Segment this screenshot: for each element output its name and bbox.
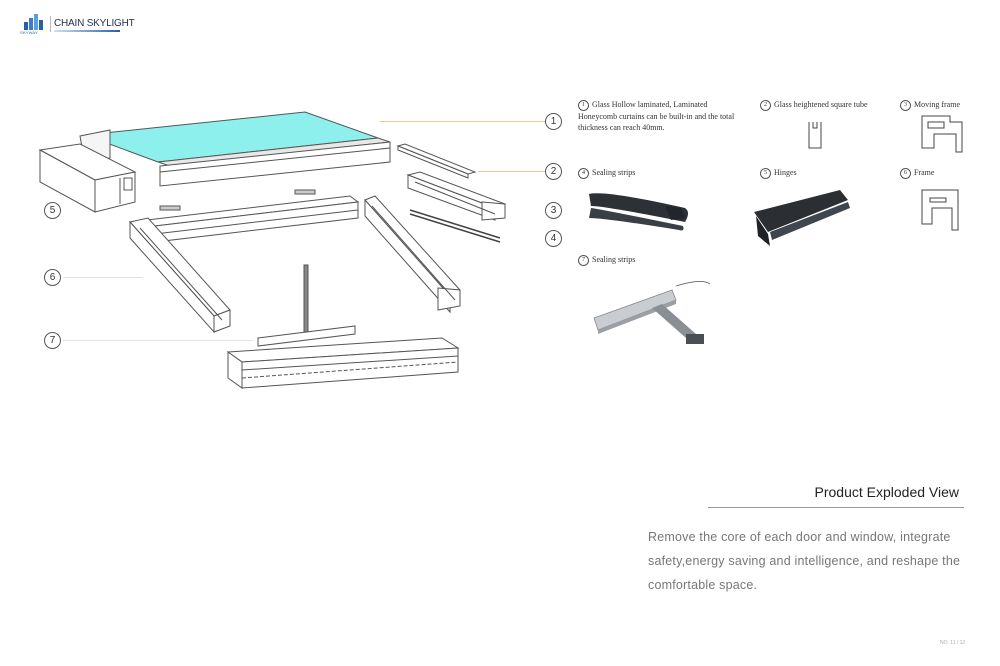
moving-frame-right — [406, 171, 507, 221]
frame-right — [364, 195, 461, 314]
legend-number: 4 — [578, 167, 589, 179]
frame-left — [129, 217, 231, 334]
hinge-profile — [38, 143, 137, 213]
legend-label: Sealing strips — [592, 255, 636, 264]
frame-top — [128, 195, 360, 245]
leader-line-2 — [478, 171, 545, 172]
legend-label: Hinges — [774, 168, 797, 177]
glass-panel — [79, 111, 391, 187]
callout-3: 3 — [545, 202, 562, 219]
legend-number: 5 — [760, 167, 771, 179]
company-logo — [22, 14, 48, 36]
callout-4: 4 — [545, 230, 562, 247]
chain-actuator-image — [593, 281, 711, 344]
brand-underline — [54, 30, 120, 32]
sealing-strip — [409, 209, 501, 243]
square-tube-profile-image — [808, 122, 822, 149]
brand-name: CHAIN SKYLIGHT — [54, 18, 135, 29]
callout-6: 6 — [44, 269, 61, 286]
hinge-image — [754, 190, 850, 246]
page-number: NO. 11 / 12 — [940, 640, 966, 646]
square-tube — [396, 143, 477, 179]
callout-1: 1 — [545, 113, 562, 130]
legend-label: Moving frame — [914, 100, 960, 109]
legend-number: 1 — [578, 99, 589, 111]
sealing-strip-image — [589, 193, 688, 231]
legend-label: Frame — [914, 168, 935, 177]
legend-label: Sealing strips — [592, 168, 636, 177]
frame-profile-image — [921, 189, 959, 231]
frame-bottom — [226, 337, 460, 389]
callout-5: 5 — [44, 202, 61, 219]
legend-label: Glass heightened square tube — [774, 100, 868, 109]
logo-subtext: SKYWAY — [20, 30, 38, 35]
legend-number: 3 — [900, 99, 911, 111]
title-underline — [708, 507, 964, 508]
leader-line-7 — [63, 340, 253, 341]
logo-divider — [50, 16, 51, 32]
callout-2: 2 — [545, 163, 562, 180]
callout-7: 7 — [44, 332, 61, 349]
legend-label: Glass Hollow laminated, Laminated Honeyc… — [578, 100, 735, 132]
moving-frame-profile-image — [921, 115, 963, 153]
leader-line-6 — [63, 277, 143, 278]
section-title: Product Exploded View — [814, 484, 960, 500]
legend-number: 7 — [578, 254, 589, 266]
legend-number: 6 — [900, 167, 911, 179]
section-description: Remove the core of each door and window,… — [648, 530, 961, 592]
legend-number: 2 — [760, 99, 771, 111]
exploded-view-drawing — [38, 111, 507, 389]
leader-line-1 — [380, 121, 545, 122]
